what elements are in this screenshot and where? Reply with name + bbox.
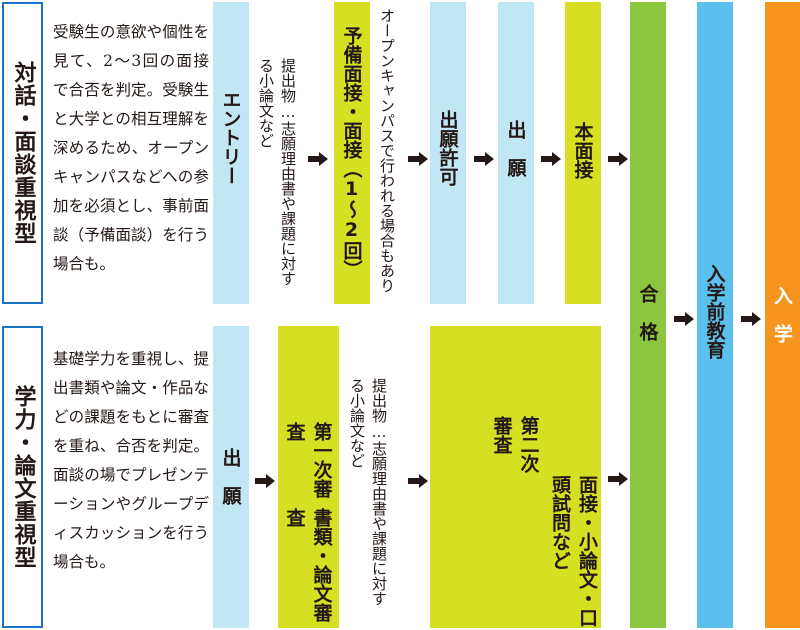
arrow-right-icon bbox=[408, 474, 428, 488]
step-subtitle: 書類・論文審査 bbox=[283, 507, 333, 622]
step-label: 合 格 bbox=[636, 284, 659, 341]
arrow-right-icon bbox=[408, 152, 428, 166]
step-label: 入 学 bbox=[771, 286, 793, 343]
arrow-right-icon bbox=[308, 152, 328, 166]
step-enrollment: 入 学 bbox=[765, 2, 800, 628]
step-first-screening: 第一次審査 書類・論文審査 bbox=[278, 326, 339, 628]
type-label-text: 学力・論文重視型 bbox=[10, 385, 36, 569]
arrow-right-icon bbox=[608, 152, 628, 166]
step-main-interview: 本面接 bbox=[565, 2, 601, 304]
step-application-bottom: 出 願 bbox=[213, 326, 249, 628]
step-entry: エントリー bbox=[213, 2, 249, 304]
arrow-right-icon bbox=[741, 312, 761, 326]
step-second-screening: 第二次審査 面接・小論文・口頭試問など bbox=[430, 326, 601, 628]
step-label: 出願許可 bbox=[436, 110, 459, 186]
step-preliminary-interview: 予備面接・面接（1～2回） bbox=[334, 2, 370, 304]
note-open-campus: オープンキャンパスで行われる場合もあり bbox=[378, 8, 396, 293]
step-pre-enrollment: 入学前教育 bbox=[697, 2, 733, 628]
step-application: 出 願 bbox=[498, 2, 534, 304]
note-submission: 提出物…志願理由書や課題に対する小論文など bbox=[257, 58, 297, 286]
step-label: 本面接 bbox=[571, 122, 594, 179]
step-label: 出 願 bbox=[504, 120, 527, 177]
step-pass: 合 格 bbox=[630, 2, 666, 628]
arrow-right-icon bbox=[608, 472, 628, 486]
step-application-permit: 出願許可 bbox=[430, 2, 466, 304]
step-title: 第一次審査 bbox=[283, 422, 333, 498]
step-title: 第二次審査 bbox=[490, 416, 540, 473]
type-label-text: 対話・面談重視型 bbox=[10, 61, 36, 245]
step-label: 予備面接・面接（1～2回） bbox=[340, 26, 363, 279]
description-dialogue: 受験生の意欲や個性を見て、2～3回の面接で合否を判定。受験生と大学との相互理解を… bbox=[53, 23, 209, 273]
note-submission-bottom: 提出物…志願理由書や課題に対する小論文など bbox=[348, 378, 388, 606]
arrow-right-icon bbox=[255, 474, 275, 488]
type-label-dialogue: 対話・面談重視型 bbox=[2, 2, 43, 304]
step-label: 出 願 bbox=[219, 448, 242, 505]
arrow-right-icon bbox=[474, 152, 494, 166]
arrow-right-icon bbox=[541, 152, 561, 166]
arrow-right-icon bbox=[674, 312, 694, 326]
description-academic: 基礎学力を重視し、提出書類や論文・作品などの課題をもとに審査を重ね、合否を判定。… bbox=[53, 350, 209, 571]
step-subtitle: 面接・小論文・口頭試問など bbox=[549, 474, 598, 627]
step-label: エントリー bbox=[219, 90, 242, 185]
type-label-academic: 学力・論文重視型 bbox=[2, 326, 43, 628]
step-label: 入学前教育 bbox=[703, 264, 726, 359]
